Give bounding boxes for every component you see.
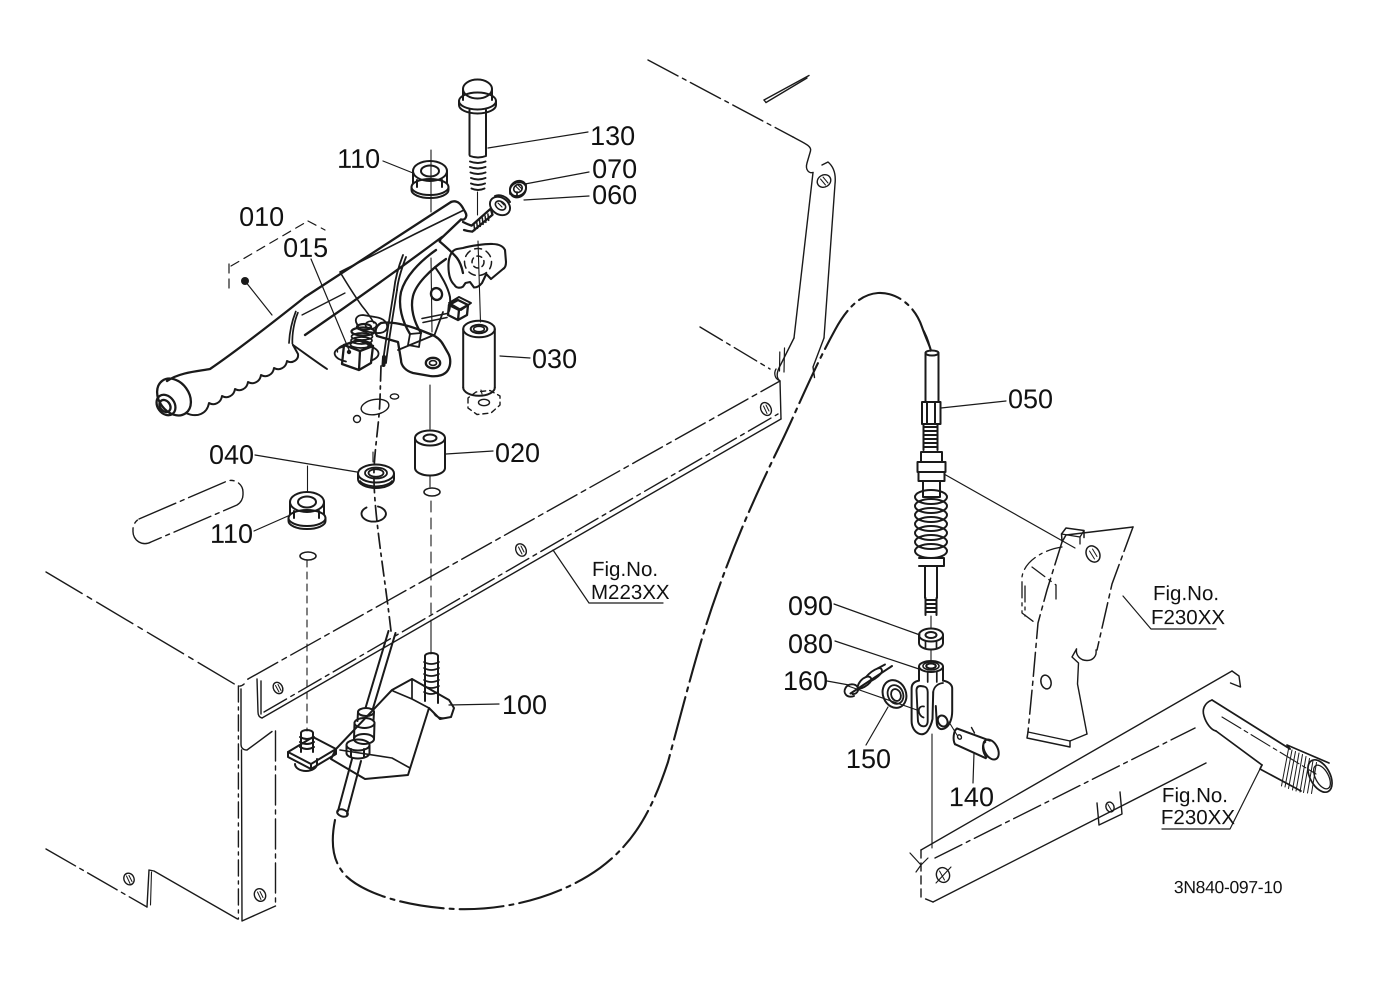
- svg-text:040: 040: [209, 440, 254, 470]
- svg-text:Fig.No.: Fig.No.: [1153, 582, 1219, 605]
- svg-text:3N840-097-10: 3N840-097-10: [1174, 877, 1283, 897]
- svg-text:090: 090: [788, 591, 833, 621]
- svg-text:050: 050: [1008, 384, 1053, 414]
- svg-text:160: 160: [783, 666, 828, 696]
- svg-text:F230XX: F230XX: [1161, 806, 1235, 829]
- svg-text:080: 080: [788, 629, 833, 659]
- svg-text:F230XX: F230XX: [1151, 606, 1225, 629]
- svg-text:130: 130: [590, 121, 635, 151]
- svg-text:010: 010: [239, 202, 284, 232]
- svg-text:015: 015: [283, 233, 328, 263]
- svg-text:Fig.No.: Fig.No.: [1162, 784, 1228, 807]
- svg-text:140: 140: [949, 782, 994, 812]
- svg-text:070: 070: [592, 154, 637, 184]
- svg-text:Fig.No.: Fig.No.: [592, 558, 658, 581]
- svg-text:020: 020: [495, 438, 540, 468]
- svg-text:110: 110: [337, 144, 380, 174]
- svg-text:030: 030: [532, 344, 577, 374]
- svg-text:100: 100: [502, 690, 547, 720]
- svg-text:M223XX: M223XX: [591, 581, 670, 604]
- svg-text:060: 060: [592, 180, 637, 210]
- svg-text:110: 110: [210, 519, 253, 549]
- svg-text:150: 150: [846, 744, 891, 774]
